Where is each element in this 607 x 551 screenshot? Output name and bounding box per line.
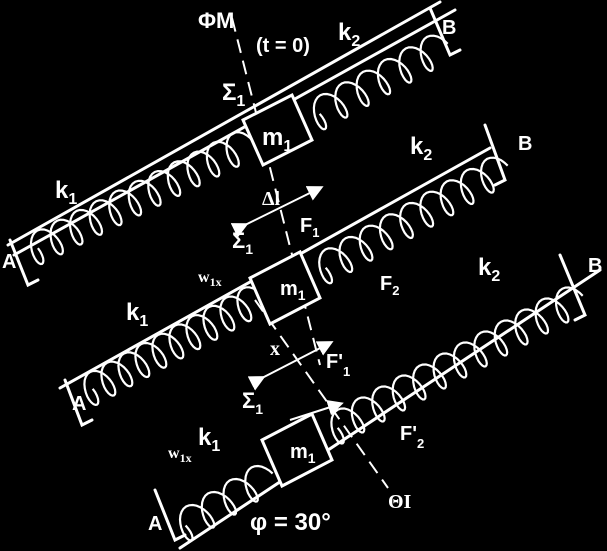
end-a-middle: A: [72, 393, 86, 415]
equilibrium-line: [254, 299, 389, 489]
k1-label-bottom: k1: [198, 424, 220, 455]
end-b-middle: B: [518, 133, 532, 155]
sigma-label-top: Σ1: [222, 79, 245, 110]
mass-label-middle: m1: [280, 278, 306, 303]
incline-bottom: [178, 268, 602, 550]
equilibrium-label: ΘΙ: [388, 491, 412, 513]
mass-label-bottom: m1: [290, 441, 316, 466]
spring-k2-middle: [318, 156, 509, 285]
spring-k1-top: [29, 131, 254, 266]
wall-b-middle: [483, 123, 507, 187]
force-arrow: [289, 400, 344, 421]
spring-k2-top: [312, 34, 449, 131]
k2-label-middle: k2: [410, 133, 432, 164]
k1-label-middle: k1: [126, 299, 148, 330]
weight-label-bottom: w1x: [168, 445, 192, 465]
wall-a-top: [8, 238, 40, 288]
incline-top-base: [12, 8, 457, 257]
force-f2p-label: F'2: [400, 423, 424, 451]
k1-label-top: k1: [55, 177, 77, 208]
displacement-arrow: [247, 341, 334, 391]
end-b-top: B: [442, 17, 456, 39]
mass-label-top: m1: [262, 124, 292, 155]
sigma-label-middle: Σ1: [232, 228, 253, 257]
mass-block-bottom: [260, 411, 334, 489]
mass-block-middle: [248, 249, 322, 327]
k2-label-top: k2: [338, 19, 360, 50]
force-f2-label: F2: [380, 273, 399, 298]
wall-a-middle: [63, 378, 94, 428]
sigma-label-bottom: Σ1: [242, 388, 263, 417]
delta-l-arrow: [230, 186, 324, 238]
end-a-bottom: A: [148, 513, 162, 535]
k2-label-bottom: k2: [478, 254, 500, 285]
displacement-label: x: [270, 338, 280, 360]
end-a-top: A: [2, 251, 16, 273]
wall-b-top: [428, 6, 462, 58]
mass-block-top: [241, 92, 314, 168]
time-zero-label: (t = 0): [256, 35, 310, 57]
natural-length-label: ΦΜ: [198, 8, 234, 33]
wall-a-bottom: [153, 488, 187, 543]
weight-label-middle: w1x: [198, 269, 222, 289]
end-b-bottom: B: [588, 255, 602, 277]
incline-top: [6, 0, 442, 247]
wall-b-bottom: [558, 253, 587, 322]
angle-label: φ = 30°: [250, 509, 331, 536]
force-f1p-label: F'1: [326, 351, 350, 379]
spring-k1-middle: [83, 286, 264, 407]
delta-l-label: Δl: [262, 188, 281, 210]
force-f1-label: F1: [300, 215, 319, 240]
